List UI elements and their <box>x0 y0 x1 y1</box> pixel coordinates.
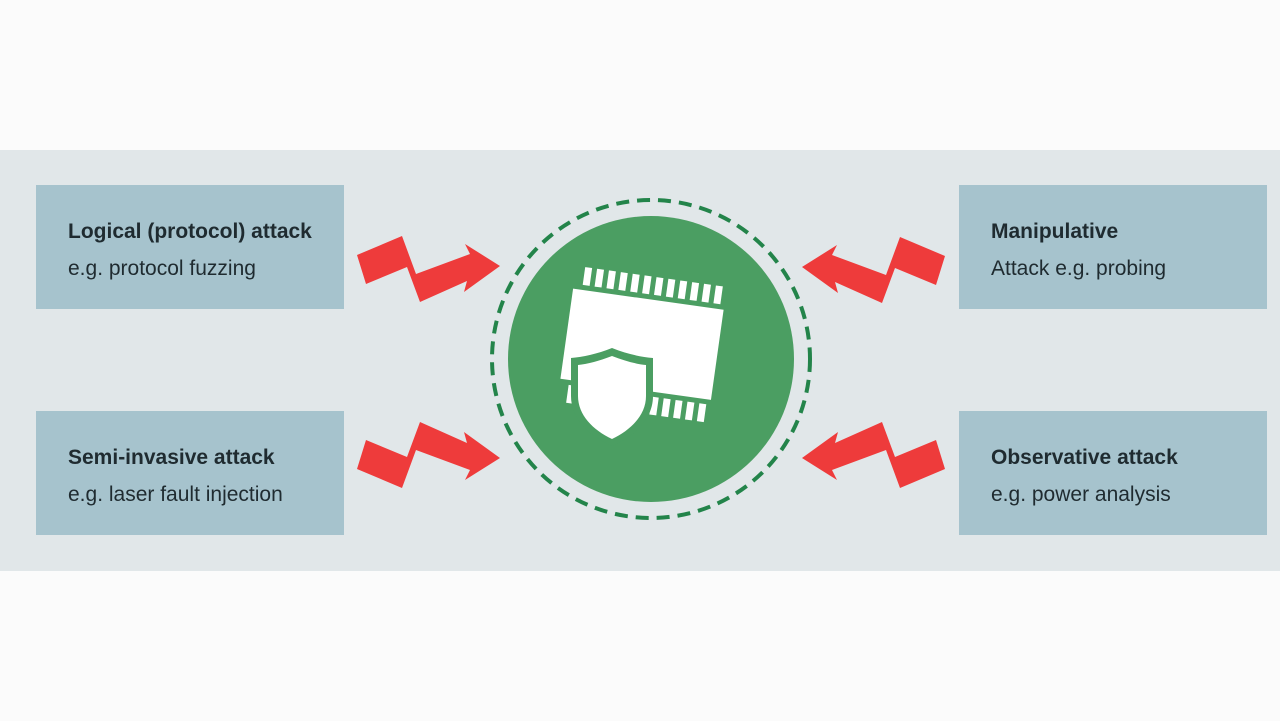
shield-icon <box>571 348 653 446</box>
observative-attack-title: Observative attack <box>991 446 1178 469</box>
semi-invasive-attack-box: Semi-invasive attack e.g. laser fault in… <box>36 411 344 535</box>
logical-attack-box: Logical (protocol) attack e.g. protocol … <box>36 185 344 309</box>
manipulative-attack-example: Attack e.g. probing <box>991 257 1167 280</box>
logical-attack-title: Logical (protocol) attack <box>68 220 312 243</box>
manipulative-attack-title: Manipulative <box>991 220 1119 243</box>
lightning-arrow-icon <box>802 422 945 488</box>
manipulative-attack-box: Manipulative Attack e.g. probing <box>959 185 1267 309</box>
dashed-protection-ring <box>490 198 812 520</box>
semi-invasive-attack-example: e.g. laser fault injection <box>68 483 283 506</box>
logical-attack-example: e.g. protocol fuzzing <box>68 257 256 280</box>
observative-attack-example: e.g. power analysis <box>991 483 1171 506</box>
lightning-arrow-icon <box>357 236 500 302</box>
lightning-arrow-icon <box>802 237 945 303</box>
observative-attack-box: Observative attack e.g. power analysis <box>959 411 1267 535</box>
lightning-arrow-icon <box>357 422 500 488</box>
semi-invasive-attack-title: Semi-invasive attack <box>68 446 275 469</box>
